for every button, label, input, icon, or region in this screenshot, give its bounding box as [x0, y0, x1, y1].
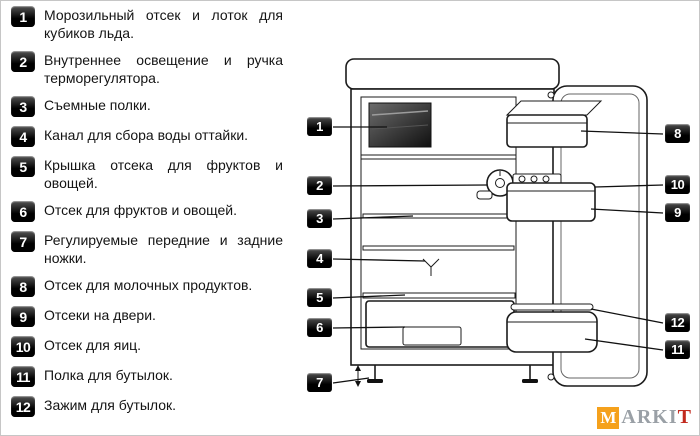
legend-number-badge: 12 — [11, 396, 35, 417]
legend-item-label: Регулируемые передние и задние ножки. — [44, 232, 283, 266]
callout-2: 2 — [307, 176, 332, 195]
callout-3: 3 — [307, 209, 332, 228]
legend-item-label: Отсек для молочных продуктов. — [44, 277, 253, 293]
door-tray-eggs — [506, 173, 596, 222]
legend-item: 5 Крышка отсека для фруктов и овощей. — [11, 156, 283, 192]
legend-item: 8 Отсек для молочных продуктов. — [11, 276, 283, 297]
callout-4: 4 — [307, 249, 332, 268]
legend-number-badge: 7 — [11, 231, 35, 252]
freezer-compartment — [361, 102, 516, 160]
legend-number-badge: 4 — [11, 126, 35, 147]
legend-item-label: Крышка отсека для фруктов и овощей. — [44, 157, 283, 191]
callout-9: 9 — [665, 203, 690, 222]
callout-1: 1 — [307, 117, 332, 136]
callout-8: 8 — [665, 124, 690, 143]
legend-item: 1 Морозильный отсек и лоток для кубиков … — [11, 6, 283, 42]
legend-item-label: Отсек для яиц. — [44, 337, 142, 353]
legend-item: 11 Полка для бутылок. — [11, 366, 283, 387]
callout-12: 12 — [665, 313, 690, 332]
callout-5: 5 — [307, 288, 332, 307]
legend-number-badge: 2 — [11, 51, 35, 72]
fridge-diagram: 1 2 3 4 5 6 7 8 10 9 12 11 — [301, 43, 697, 415]
legend-number-badge: 5 — [11, 156, 35, 177]
adjustable-legs — [355, 365, 538, 387]
legend-item-label: Отсеки на двери. — [44, 307, 156, 323]
crisper-cover — [362, 292, 516, 299]
legend-item: 3 Съемные полки. — [11, 96, 283, 117]
logo-text: ARKI — [621, 406, 678, 428]
legend-item-label: Съемные полки. — [44, 97, 151, 113]
legend-number-badge: 3 — [11, 96, 35, 117]
drain-channel — [422, 258, 440, 276]
legend-item: 10 Отсек для яиц. — [11, 336, 283, 357]
logo-accent: Т — [677, 406, 691, 428]
legend-number-badge: 9 — [11, 306, 35, 327]
legend-item-label: Канал для сбора воды оттайки. — [44, 127, 249, 143]
legend-number-badge: 11 — [11, 366, 35, 387]
legend-item-label: Зажим для бутылок. — [44, 397, 177, 413]
leader-lines — [332, 126, 664, 384]
dairy-compartment — [505, 100, 603, 148]
callout-11: 11 — [665, 340, 690, 359]
legend-item-label: Внутреннее освещение и ручка терморегуля… — [44, 52, 283, 86]
legend-number-badge: 8 — [11, 276, 35, 297]
legend-item: 4 Канал для сбора воды оттайки. — [11, 126, 283, 147]
legend-number-badge: 1 — [11, 6, 35, 27]
legend-number-badge: 6 — [11, 201, 35, 222]
legend-item: 12 Зажим для бутылок. — [11, 396, 283, 417]
watermark-logo: M ARKI Т — [597, 406, 691, 429]
fridge-drawing — [332, 58, 664, 387]
legend-item: 2 Внутреннее освещение и ручка терморегу… — [11, 51, 283, 87]
legend-item: 6 Отсек для фруктов и овощей. — [11, 201, 283, 222]
logo-m-icon: M — [597, 406, 620, 429]
legend-item-label: Морозильный отсек и лоток для кубиков ль… — [44, 7, 283, 41]
legend-number-badge: 10 — [11, 336, 35, 357]
bottle-shelf — [506, 303, 598, 353]
callout-10: 10 — [665, 175, 690, 194]
parts-legend: 1 Морозильный отсек и лоток для кубиков … — [11, 6, 283, 426]
callout-6: 6 — [307, 318, 332, 337]
callout-7: 7 — [307, 373, 332, 392]
legend-item-label: Полка для бутылок. — [44, 367, 173, 383]
fridge-door — [547, 85, 648, 387]
legend-item-label: Отсек для фруктов и овощей. — [44, 202, 237, 218]
legend-item: 9 Отсеки на двери. — [11, 306, 283, 327]
legend-item: 7 Регулируемые передние и задние ножки. — [11, 231, 283, 267]
